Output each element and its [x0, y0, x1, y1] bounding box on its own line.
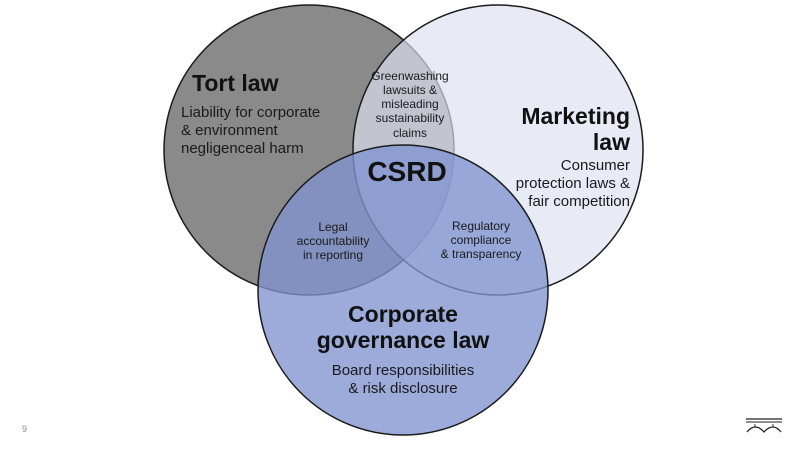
corporate-governance-description: Board responsibilities & risk disclosure [331, 362, 475, 397]
legal-accountability-overlap-label: Legal accountability in reporting [296, 220, 370, 263]
page-number: 9 [22, 424, 28, 434]
marketing-law-description: Consumer protection laws & fair competit… [515, 157, 630, 210]
tort-law-title: Tort law [192, 70, 279, 96]
marketing-law-title: Marketing law [521, 103, 630, 155]
tort-law-description: Liability for corporate & environment ne… [181, 104, 321, 157]
bridge-logo-icon [746, 418, 782, 433]
regulatory-compliance-overlap-label: Regulatory compliance & transparency [440, 219, 522, 262]
greenwashing-overlap-label: Greenwashing lawsuits & misleading susta… [371, 69, 449, 140]
corporate-governance-circle [257, 144, 549, 436]
corporate-governance-title: Corporate governance law [316, 301, 490, 353]
csrd-center-label: CSRD [367, 156, 447, 187]
